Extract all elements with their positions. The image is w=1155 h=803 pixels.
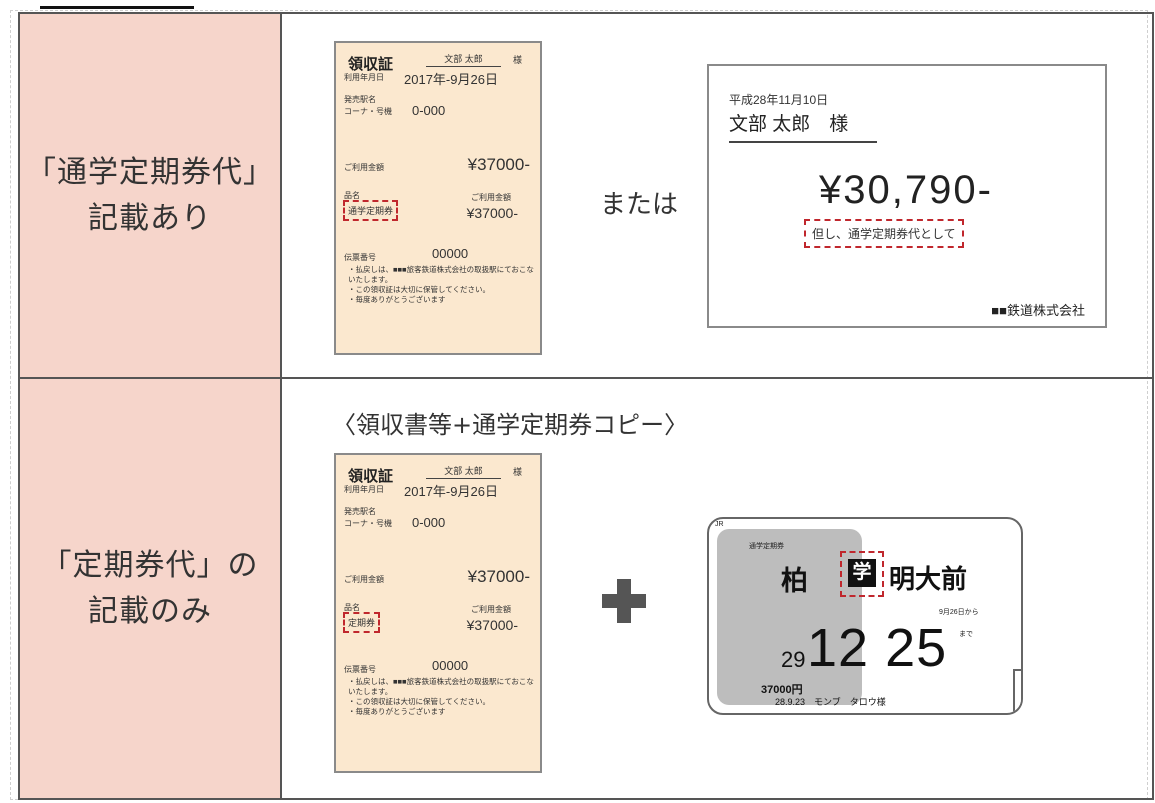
row-label: 「定期券代」の 記載のみ bbox=[20, 379, 282, 798]
receipt-note: ・この領収証は大切に保管してください。 bbox=[348, 285, 491, 294]
pass-type: 通学定期券 bbox=[749, 543, 784, 550]
row-label-line: 「定期券代」の bbox=[41, 547, 259, 583]
receipt-item-highlight: 定期券 bbox=[343, 612, 381, 633]
pass-year: 29 bbox=[781, 647, 806, 672]
receipt-counter-label: コーナ・号機 bbox=[344, 107, 392, 116]
receipt-title: 領収証 bbox=[348, 468, 394, 485]
receipt-honorific: 様 bbox=[513, 55, 523, 65]
receipt-slip: 領収証 文部 太郎 様 利用年月日 2017年-9月26日 発売駅名 コーナ・号… bbox=[334, 453, 542, 773]
row-content: 領収証 文部 太郎 様 利用年月日 2017年-9月26日 発売駅名 コーナ・号… bbox=[282, 14, 1152, 377]
receipt-counter-code: 0-000 bbox=[412, 515, 446, 530]
receipt-date: 2017年-9月26日 bbox=[404, 72, 498, 87]
receipt-slip-no: 00000 bbox=[432, 246, 469, 261]
receipt-amount-label: ご利用金額 bbox=[344, 575, 384, 584]
row-label-line: 記載あり bbox=[88, 200, 212, 236]
receipt-name: 文部 太郎 bbox=[426, 464, 501, 479]
receipt-slip: 領収証 文部 太郎 様 利用年月日 2017年-9月26日 発売駅名 コーナ・号… bbox=[334, 41, 542, 355]
pass-expiry-date: 12 25 bbox=[807, 618, 948, 678]
receipt-item-amount-label: ご利用金額 bbox=[471, 605, 511, 614]
receipt-honorific: 様 bbox=[513, 467, 523, 477]
receipt-item-label: 品名 bbox=[344, 191, 360, 200]
receipt-slip-label: 伝票番号 bbox=[344, 665, 376, 674]
receipt-amount-label: ご利用金額 bbox=[344, 163, 384, 172]
row-label: 「通学定期券代」 記載あり bbox=[20, 14, 282, 377]
receipt-amount: ¥37000- bbox=[467, 567, 530, 586]
receipt-date: 2017年-9月26日 bbox=[404, 484, 498, 499]
pass-student-highlight bbox=[840, 551, 884, 597]
receipt-date-label: 利用年月日 bbox=[344, 485, 384, 494]
table-row: 「通学定期券代」 記載あり 領収証 文部 太郎 様 利用年月日 2017年-9月… bbox=[20, 14, 1152, 379]
receipt-note: ・払戻しは、■■■旅客鉄道株式会社の取扱駅にておこないたします。 bbox=[348, 677, 534, 696]
receipt-item-amount: ¥37000- bbox=[466, 205, 518, 221]
pass-student-mark: 学 bbox=[848, 559, 876, 587]
receipt-station-label: 発売駅名 bbox=[344, 95, 376, 104]
receipt-item-label: 品名 bbox=[344, 603, 360, 612]
receipt-notes: ・払戻しは、■■■旅客鉄道株式会社の取扱駅にておこないたします。 ・この領収証は… bbox=[348, 677, 540, 717]
or-text: または bbox=[600, 190, 679, 220]
pass-shaded-area bbox=[717, 529, 862, 705]
receipt2-amount: ¥30,790- bbox=[819, 168, 993, 212]
commuter-pass: JR 通学定期券 柏 学 明大前 9月26日から 29 12 25 まで 370… bbox=[707, 517, 1023, 715]
pass-brand: JR bbox=[715, 521, 724, 528]
pass-to-station: 明大前 bbox=[889, 564, 968, 594]
receipt-date-label: 利用年月日 bbox=[344, 73, 384, 82]
comparison-table: 「通学定期券代」 記載あり 領収証 文部 太郎 様 利用年月日 2017年-9月… bbox=[18, 12, 1154, 800]
plus-icon-bar bbox=[617, 579, 631, 623]
receipt-amount: ¥37000- bbox=[467, 155, 530, 174]
receipt2-name: 文部 太郎 様 bbox=[729, 109, 877, 143]
receipt-item-amount: ¥37000- bbox=[466, 617, 518, 633]
receipt-counter-label: コーナ・号機 bbox=[344, 519, 392, 528]
pass-fare: 37000円 bbox=[761, 684, 803, 696]
receipt-notes: ・払戻しは、■■■旅客鉄道株式会社の取扱駅にておこないたします。 ・この領収証は… bbox=[348, 265, 540, 305]
receipt-document: 平成28年11月10日 文部 太郎 様 ¥30,790- 但し、通学定期券代とし… bbox=[707, 64, 1107, 328]
receipt2-company: ■■鉄道株式会社 bbox=[991, 303, 1085, 318]
top-rule bbox=[40, 6, 194, 9]
pass-from-station: 柏 bbox=[781, 566, 808, 596]
receipt-station-label: 発売駅名 bbox=[344, 507, 376, 516]
receipt-note: ・毎度ありがとうございます bbox=[348, 295, 446, 304]
receipt-counter-code: 0-000 bbox=[412, 103, 446, 118]
row-label-line: 「通学定期券代」 bbox=[26, 154, 274, 190]
receipt-slip-label: 伝票番号 bbox=[344, 253, 376, 262]
pass-issue-info: 28.9.23 モンブ タロウ様 bbox=[775, 697, 886, 707]
receipt-item-highlight: 通学定期券 bbox=[343, 200, 399, 221]
row-label-line: 記載のみ bbox=[88, 593, 212, 629]
pass-until: まで bbox=[959, 631, 973, 638]
pass-notch bbox=[1013, 669, 1021, 713]
receipt2-date: 平成28年11月10日 bbox=[729, 93, 829, 107]
row-caption: 〈領収書等+通学定期券コピー〉 bbox=[332, 411, 689, 439]
receipt-name: 文部 太郎 bbox=[426, 52, 501, 67]
receipt-note: ・払戻しは、■■■旅客鉄道株式会社の取扱駅にておこないたします。 bbox=[348, 265, 534, 284]
pass-valid-from: 9月26日から bbox=[939, 609, 979, 616]
row-content: 〈領収書等+通学定期券コピー〉 領収証 文部 太郎 様 利用年月日 2017年-… bbox=[282, 379, 1152, 798]
receipt2-note-highlight: 但し、通学定期券代として bbox=[804, 219, 964, 248]
table-row: 「定期券代」の 記載のみ 〈領収書等+通学定期券コピー〉 領収証 文部 太郎 様… bbox=[20, 379, 1152, 798]
receipt-item-amount-label: ご利用金額 bbox=[471, 193, 511, 202]
receipt-slip-no: 00000 bbox=[432, 658, 469, 673]
receipt-title: 領収証 bbox=[348, 56, 394, 73]
receipt-note: ・毎度ありがとうございます bbox=[348, 707, 446, 716]
receipt-note: ・この領収証は大切に保管してください。 bbox=[348, 697, 491, 706]
